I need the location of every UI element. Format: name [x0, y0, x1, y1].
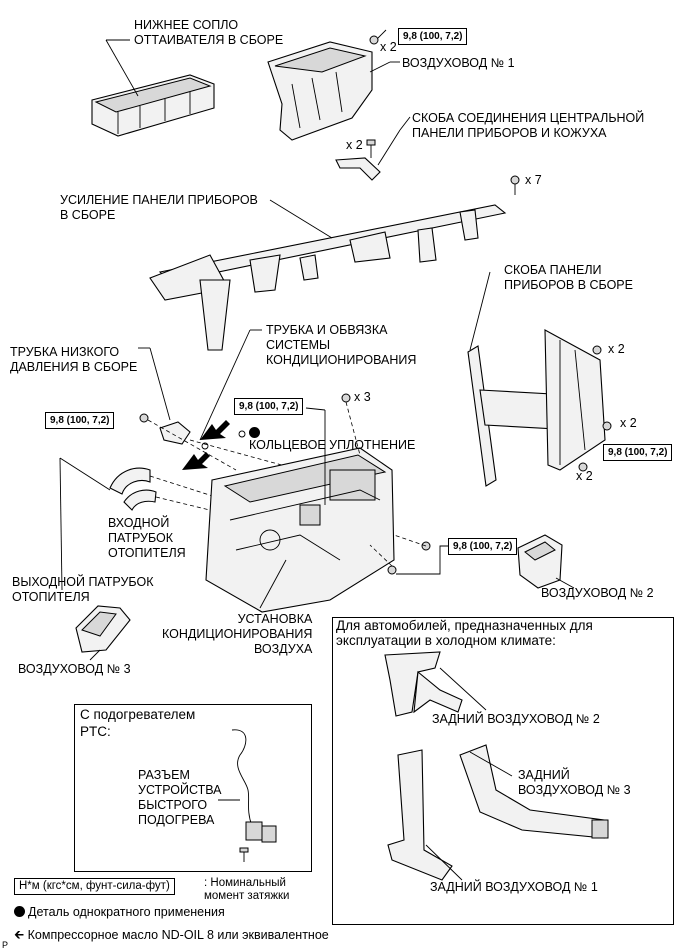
rear-ducts-drawing: [384, 651, 609, 881]
legend-one-time: Деталь однократного применения: [14, 905, 225, 919]
quantity-center-bracket: x 2: [346, 138, 363, 152]
legend-oil: 🡰 Компрессорное масло ND-OIL 8 или эквив…: [14, 928, 329, 942]
air-duct-1-drawing: [267, 41, 400, 141]
air-duct-2-drawing: [369, 534, 575, 589]
quantity-unit: x 3: [354, 390, 371, 404]
oil-arrow-icon: 🡰: [14, 928, 25, 942]
instrument-panel-reinforcement-drawing: [149, 175, 520, 351]
label-rear-duct-1: ЗАДНИЙ ВОЗДУХОВОД № 1: [430, 880, 598, 894]
air-conditioning-unit-drawing: [205, 393, 395, 613]
one-time-use-dot-icon: [249, 427, 260, 438]
ptc-heater-box: [74, 704, 312, 872]
torque-spec-low-pressure: 9,8 (100, 7,2): [45, 412, 115, 429]
center-bracket-drawing: [335, 116, 411, 181]
label-air-duct-1: ВОЗДУХОВОД № 1: [402, 56, 515, 70]
lower-defroster-nozzle-drawing: [91, 39, 215, 137]
one-time-use-legend-dot-icon: [14, 906, 25, 917]
label-rear-duct-2: ЗАДНИЙ ВОЗДУХОВОД № 2: [432, 712, 600, 726]
quantity-panel-a: x 2: [608, 342, 625, 356]
cold-climate-box: [332, 617, 674, 925]
torque-spec-top: 9,8 (100, 7,2): [398, 28, 468, 45]
label-o-ring: КОЛЬЦЕВОЕ УПЛОТНЕНИЕ: [249, 427, 415, 453]
quantity-reinforcement: x 7: [525, 173, 542, 187]
ptc-connector-drawing: [218, 729, 277, 862]
legend-unit-box: Н*м (кгс*см, фунт-сила-фут): [14, 878, 175, 895]
quantity-top: x 2: [380, 40, 397, 54]
label-air-duct-2: ВОЗДУХОВОД № 2: [541, 586, 654, 600]
label-air-duct-3: ВОЗДУХОВОД № 3: [18, 662, 131, 676]
corner-mark: P: [2, 940, 9, 950]
quantity-panel-b: x 2: [620, 416, 637, 430]
quantity-panel-c: x 2: [576, 469, 593, 483]
air-duct-3-drawing: [75, 605, 131, 661]
torque-spec-panel: 9,8 (100, 7,2): [603, 444, 673, 461]
low-pressure-tube-drawing: [138, 329, 301, 471]
torque-spec-unit: 9,8 (100, 7,2): [234, 398, 304, 415]
torque-spec-duct2: 9,8 (100, 7,2): [448, 538, 518, 555]
instrument-panel-bracket-drawing: [467, 271, 612, 487]
